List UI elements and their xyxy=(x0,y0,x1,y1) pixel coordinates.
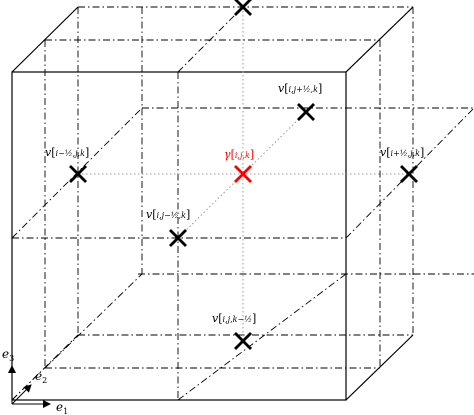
vertex-markers xyxy=(69,0,418,350)
label-v-left: v[i−½,j,k] xyxy=(45,146,89,159)
label-v-top: v[i,j+½,k] xyxy=(278,82,322,95)
mid-planes xyxy=(11,6,474,401)
label-v-bottom: v[i,j,k−½] xyxy=(212,312,256,325)
label-v-right: v[i+½,j,k] xyxy=(380,146,424,159)
top-right-depth-line xyxy=(345,6,414,73)
cross-icon xyxy=(169,229,187,247)
cross-icon xyxy=(234,0,252,16)
bottom-center-depth-line xyxy=(177,273,347,401)
axis-triad xyxy=(8,365,51,408)
label-v-front: v[i,j−½,k] xyxy=(146,208,190,221)
axis-label-e3: e3 xyxy=(2,347,14,363)
cross-icon xyxy=(297,103,315,121)
axis-e2-arrow xyxy=(11,384,32,405)
bottom-left-mid-line xyxy=(44,273,143,369)
center-marker xyxy=(234,165,252,183)
axis-label-e1: e1 xyxy=(56,400,68,415)
top-center-depth-line xyxy=(177,6,244,73)
cross-icon xyxy=(69,165,87,183)
cross-icon xyxy=(234,332,252,350)
axis-label-e2: e2 xyxy=(35,369,47,385)
cross-icon xyxy=(400,165,418,183)
cube-edge-bottom-right xyxy=(345,334,414,401)
label-gamma: γ[i,j,k] xyxy=(224,148,254,161)
cube-edge-top-left xyxy=(11,6,79,73)
cross-icon xyxy=(234,165,252,183)
